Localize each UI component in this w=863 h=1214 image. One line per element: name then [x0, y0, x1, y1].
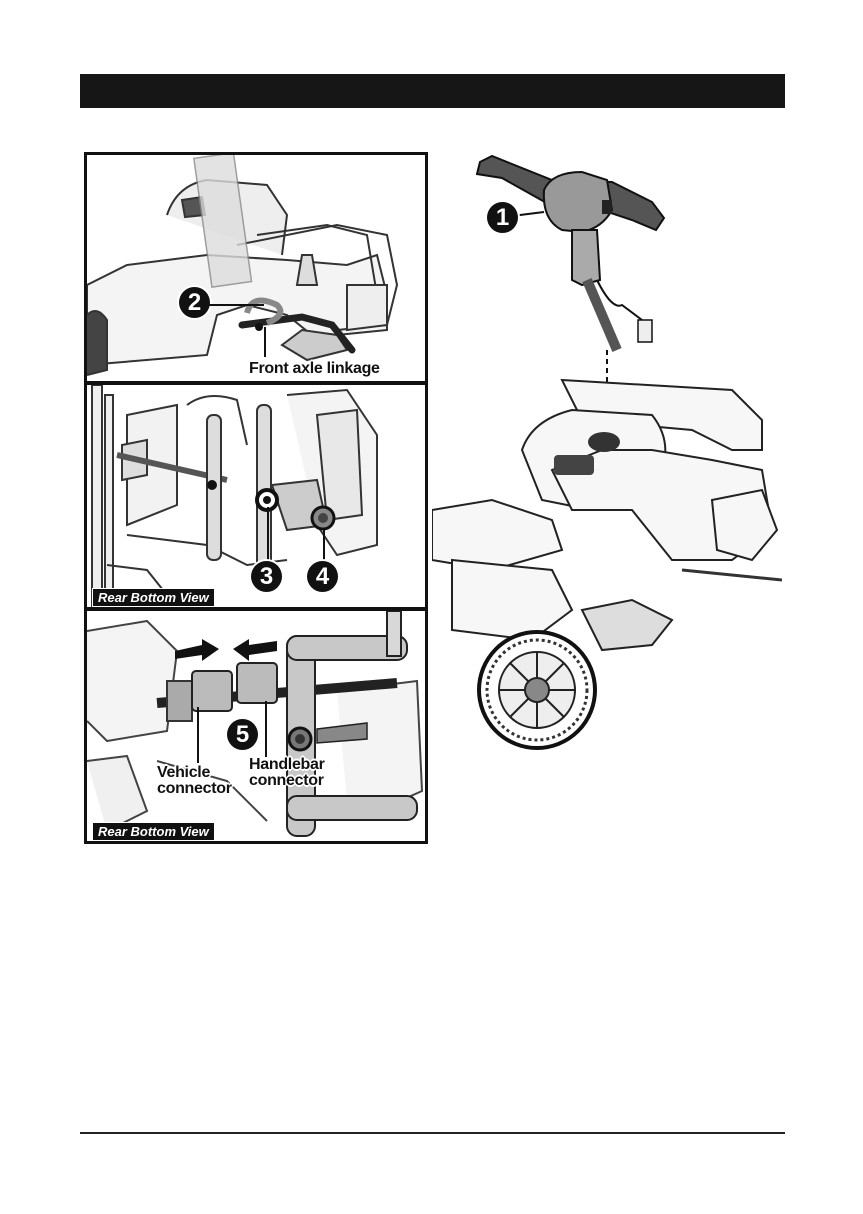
vehicle-connector-label: Vehicle connector: [157, 765, 232, 797]
front-axle-illustration: [87, 155, 425, 381]
handlebar-vehicle-illustration: 1: [432, 150, 782, 750]
footer-rule: [80, 1132, 785, 1134]
callout-3-leader: [265, 507, 271, 563]
rear-bottom-view-label: Rear Bottom View: [93, 823, 214, 840]
panel-washer-nut: 3 4 Rear Bottom View: [84, 382, 428, 610]
callout-5: 5: [227, 719, 258, 750]
handlebar-connector-label: Handlebar connector: [249, 757, 325, 789]
panel-connectors: 5 Vehicle connector Handlebar connector …: [84, 608, 428, 844]
front-axle-linkage-label: Front axle linkage: [249, 361, 380, 377]
callout-2-leader: [209, 300, 269, 310]
callout-4-leader: [321, 529, 327, 565]
callout-4: 4: [307, 561, 338, 592]
vehicle-connector-leader: [195, 707, 201, 763]
callout-2: 2: [179, 287, 210, 318]
front-axle-leader: [261, 327, 271, 357]
panel-front-axle: 2 Front axle linkage: [84, 152, 428, 384]
handlebar-connector-leader: [263, 701, 269, 757]
rear-bottom-view-label: Rear Bottom View: [93, 589, 214, 606]
callout-1: 1: [487, 202, 518, 233]
section-header-bar: [80, 74, 785, 108]
vehicle-drawing: [432, 150, 782, 750]
callout-3: 3: [251, 561, 282, 592]
